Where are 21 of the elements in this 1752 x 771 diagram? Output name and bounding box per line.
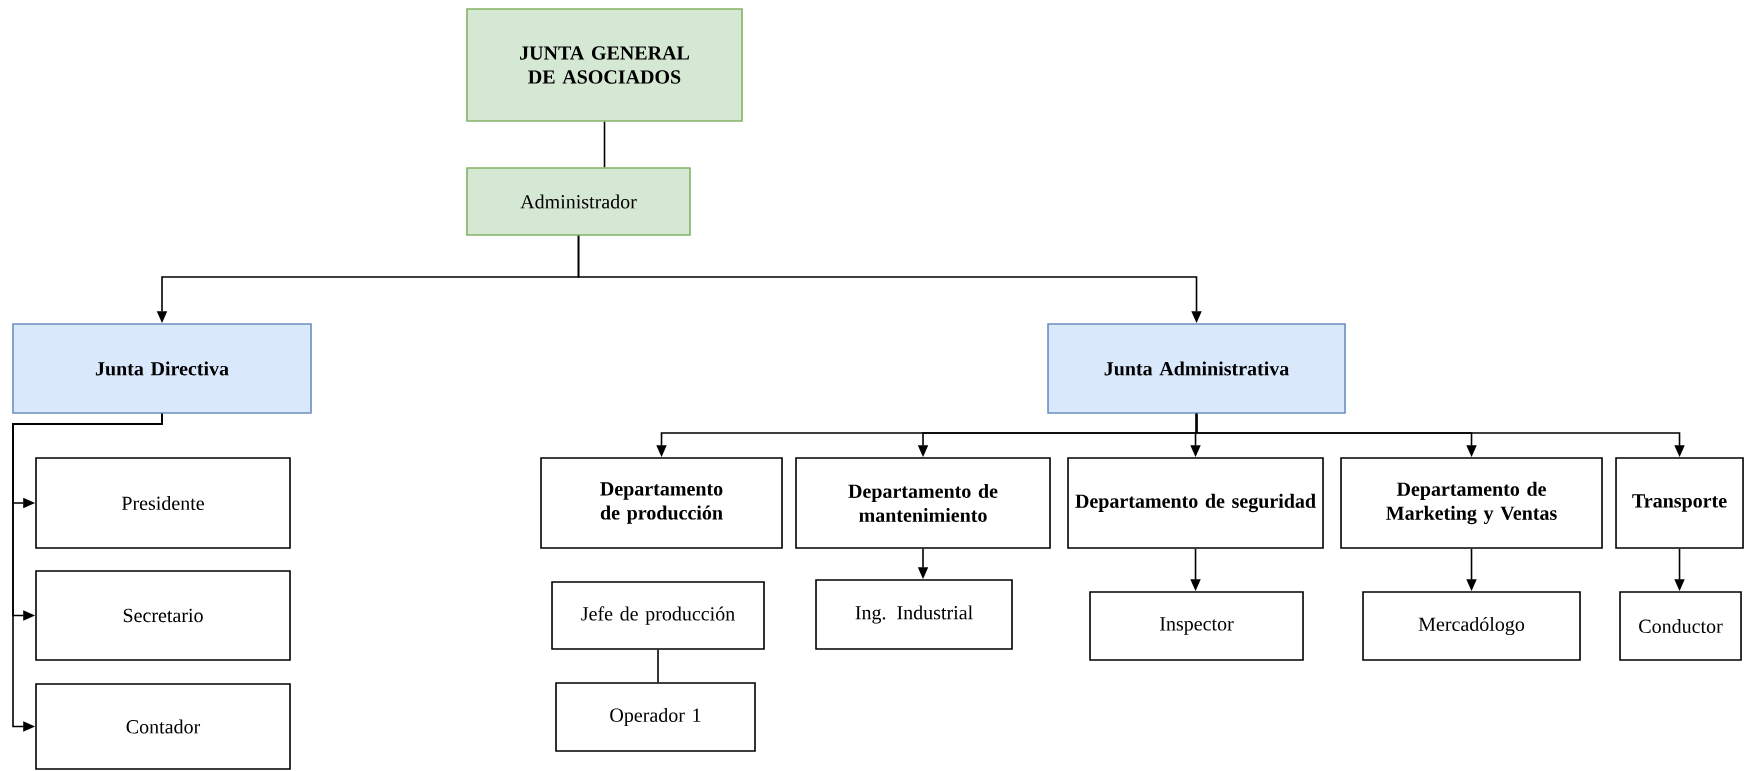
- connector: [657, 649, 659, 683]
- org-box: Junta Administrativa: [1047, 323, 1346, 414]
- org-box: Departamento de Marketing y Ventas: [1340, 457, 1603, 549]
- org-box: Ing. Industrial: [815, 579, 1013, 650]
- connector: [12, 413, 163, 732]
- org-box: Mercadólogo: [1362, 591, 1581, 661]
- org-box: Inspector: [1089, 591, 1304, 661]
- org-box: Administrador: [466, 167, 691, 236]
- org-box: Departamento de seguridad: [1067, 457, 1324, 549]
- connector: [603, 121, 606, 168]
- org-box: Secretario: [35, 570, 291, 661]
- org-box: Operador 1: [555, 682, 756, 752]
- org-box: Departamento de producción: [540, 457, 783, 549]
- org-box: Conductor: [1619, 591, 1742, 661]
- org-box: Departamento de mantenimiento: [795, 457, 1051, 549]
- org-box: Transporte: [1615, 457, 1744, 549]
- org-box: Junta Directiva: [12, 323, 312, 414]
- org-box: Jefe de producción: [551, 581, 765, 650]
- org-box: Contador: [35, 683, 291, 770]
- org-box: JUNTA GENERAL DE ASOCIADOS: [466, 8, 743, 122]
- org-box: Presidente: [35, 457, 291, 549]
